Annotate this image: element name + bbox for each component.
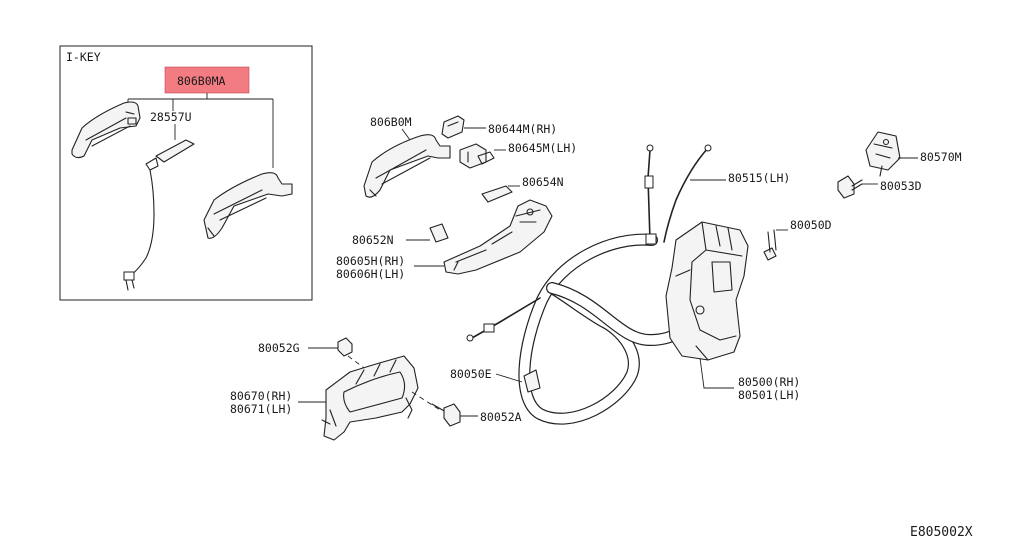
outer-handle-upper xyxy=(71,101,141,159)
callout-80050e[interactable]: 80050E xyxy=(450,367,492,381)
cylinder-80645m xyxy=(459,143,495,169)
bracket-lines xyxy=(127,93,274,168)
lock-rod xyxy=(647,149,651,241)
bracket-80605h xyxy=(443,199,553,275)
bolt-80052a xyxy=(431,403,461,427)
callout-80500[interactable]: 80500(RH) xyxy=(738,375,800,389)
callout-806b0ma[interactable]: 806B0MA xyxy=(177,74,226,88)
leader-80050e xyxy=(495,373,523,383)
inset-title: I-KEY xyxy=(66,50,101,64)
callout-80050d[interactable]: 80050D xyxy=(790,218,832,232)
callout-80570m[interactable]: 80570M xyxy=(920,150,962,164)
callout-80644m[interactable]: 80644M(RH) xyxy=(488,122,557,136)
sensor-28557u xyxy=(123,139,195,291)
inset-frame xyxy=(59,45,313,301)
outer-handle-lower xyxy=(203,172,293,239)
inside-handle-80670 xyxy=(321,355,419,441)
callout-80501[interactable]: 80501(LH) xyxy=(738,388,800,402)
callout-80052a[interactable]: 80052A xyxy=(480,410,522,424)
callout-28557u[interactable]: 28557U xyxy=(150,110,192,124)
gasket-80654n xyxy=(481,185,513,203)
callout-80606h[interactable]: 80606H(LH) xyxy=(336,267,405,281)
callout-80654n[interactable]: 80654N xyxy=(522,175,564,189)
callout-80671[interactable]: 80671(LH) xyxy=(230,402,292,416)
callout-80670[interactable]: 80670(RH) xyxy=(230,389,292,403)
striker-80570m xyxy=(865,131,901,177)
callout-80605h[interactable]: 80605H(RH) xyxy=(336,254,405,268)
callout-80515[interactable]: 80515(LH) xyxy=(728,171,790,185)
inner-cable-hose xyxy=(518,233,692,425)
callout-80645m[interactable]: 80645M(LH) xyxy=(508,141,577,155)
release-rod xyxy=(471,297,541,339)
bolt-80050d xyxy=(763,229,777,261)
cap-80644m xyxy=(441,115,465,139)
dash-80052a xyxy=(411,391,441,411)
outer-handle-806b0m xyxy=(363,134,451,198)
callout-80052g[interactable]: 80052G xyxy=(258,341,300,355)
cable-80515 xyxy=(663,147,709,243)
callout-806b0m[interactable]: 806B0M xyxy=(370,115,412,129)
i-key-inset: I-KEY 806B0MA 28557U xyxy=(59,45,313,301)
gasket-80652n xyxy=(429,223,449,243)
clip-80052g xyxy=(337,337,353,357)
leader-806b0m xyxy=(401,128,411,141)
callout-80652n[interactable]: 80652N xyxy=(352,233,394,247)
screw-80053d xyxy=(837,175,863,199)
door-lock-actuator xyxy=(665,221,749,361)
diagram-code: E805002X xyxy=(910,525,973,540)
clip-80050e xyxy=(523,369,541,393)
leader-80500 xyxy=(699,357,734,389)
callout-80053d[interactable]: 80053D xyxy=(880,179,922,193)
